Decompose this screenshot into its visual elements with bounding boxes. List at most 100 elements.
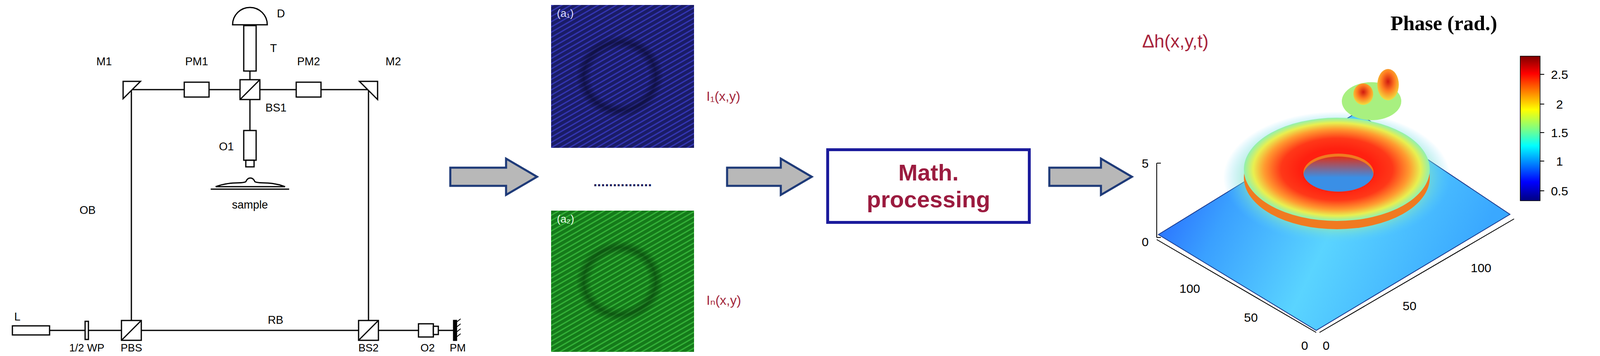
- component-label: sample: [231, 199, 268, 212]
- beam-splitter: [358, 320, 379, 341]
- color-bar: [1520, 56, 1541, 201]
- detector: [232, 7, 268, 25]
- axis-tick: 100: [1470, 261, 1492, 275]
- interferogram-image: (a₁)I₁(x,y): [551, 4, 695, 148]
- plot-axis: [1156, 162, 1161, 164]
- color-bar: [1520, 56, 1545, 201]
- colorbar-tick: 2.5: [1550, 67, 1569, 82]
- wave-plate: [85, 321, 89, 340]
- plot-axis: [1156, 237, 1161, 238]
- phase-surface: [1156, 68, 1515, 333]
- component-label: T: [270, 42, 278, 55]
- axis-tick: 0: [1141, 235, 1149, 249]
- beam: [130, 89, 133, 321]
- image-label: Iₙ(x,y): [706, 292, 742, 309]
- piezo-mirror: [453, 320, 457, 341]
- beam: [368, 89, 370, 321]
- mirror: [123, 81, 141, 99]
- axis-tick: 0: [1301, 338, 1309, 353]
- color-bar-tick: [1540, 73, 1545, 75]
- phase-modulator: [296, 82, 321, 98]
- surface-peak: [1353, 83, 1374, 105]
- panel-tag: (a₁): [556, 7, 574, 20]
- color-bar-tick: [1540, 160, 1545, 162]
- tube-lens: [243, 25, 257, 72]
- axis-tick: 5: [1141, 156, 1149, 171]
- beam-splitter: [121, 320, 142, 341]
- beam: [438, 330, 454, 332]
- colorbar-tick: 1.5: [1550, 126, 1569, 140]
- beam-splitter: [358, 320, 379, 341]
- mirror: [359, 81, 378, 100]
- beam: [141, 330, 359, 332]
- axis-tick: 0: [1322, 338, 1330, 353]
- plot-axis: [1156, 163, 1158, 238]
- beam-label: RB: [267, 314, 284, 327]
- piezo-mirror: [456, 333, 461, 338]
- image-label: I₁(x,y): [706, 88, 741, 105]
- sample: [210, 188, 290, 191]
- flow-arrow: [450, 158, 538, 195]
- component-label: BS1: [265, 102, 287, 115]
- surface-halo: [1223, 111, 1451, 244]
- flow-arrow: [1049, 158, 1132, 195]
- color-bar-tick: [1540, 103, 1545, 105]
- color-bar-tick: [1540, 190, 1545, 192]
- surface-base: [1158, 112, 1510, 331]
- beam-splitter: [240, 79, 260, 100]
- component-label: D: [276, 7, 286, 21]
- colorbar-title: Phase (rad.): [1390, 11, 1498, 35]
- objective: [433, 326, 439, 335]
- process-label: Math. processing: [854, 159, 1004, 213]
- objective: [245, 160, 255, 167]
- component-label: M2: [385, 55, 402, 69]
- interferogram-image: (a₂)Iₙ(x,y): [551, 210, 695, 352]
- objective: [418, 323, 434, 338]
- axis-tick: 50: [1402, 299, 1417, 313]
- axis-tick: 50: [1243, 310, 1258, 325]
- component-label: M1: [96, 55, 112, 69]
- component-label: O2: [420, 342, 436, 355]
- component-label: O1: [218, 140, 234, 154]
- surface-peak: [1377, 68, 1399, 101]
- piezo-mirror: [456, 318, 461, 323]
- piezo-mirror: [456, 328, 461, 333]
- component-label: L: [14, 311, 21, 324]
- laser: [12, 325, 50, 336]
- piezo-mirror: [456, 323, 461, 328]
- colorbar-tick: 2: [1556, 97, 1564, 112]
- component-label: PM2: [297, 55, 321, 69]
- plot-axis: [1156, 239, 1317, 333]
- plot-axis: [1319, 218, 1515, 333]
- component-label: BS2: [358, 342, 379, 355]
- colorbar-tick: 0.5: [1550, 184, 1569, 198]
- plot-title: Δh(x,y,t): [1142, 31, 1209, 52]
- plot-axis: [1156, 163, 1515, 333]
- component-label: 1/2 WP: [68, 342, 105, 355]
- beam: [378, 330, 419, 332]
- axis-tick: 100: [1179, 281, 1201, 296]
- beam: [249, 71, 251, 80]
- component-label: PM: [449, 342, 466, 355]
- color-bar-tick: [1540, 74, 1545, 191]
- component-label: PBS: [120, 342, 143, 355]
- beam-splitter: [240, 79, 260, 100]
- panel-tag: (a₂): [556, 213, 575, 226]
- component-label: PM1: [185, 55, 209, 69]
- color-bar-tick: [1540, 132, 1545, 134]
- ellipsis-dots: ...............: [593, 173, 652, 190]
- beam-label: OB: [79, 204, 96, 217]
- colorbar-tick: 1: [1556, 154, 1564, 169]
- ring-top: [1243, 117, 1430, 222]
- process-box: Math. processing: [826, 148, 1031, 224]
- flow-arrow: [727, 158, 812, 195]
- sample: [215, 178, 286, 187]
- optical-setup: [12, 7, 461, 341]
- objective: [243, 130, 257, 161]
- beam-splitter: [121, 320, 142, 341]
- beam: [249, 99, 251, 131]
- phase-modulator: [184, 82, 210, 98]
